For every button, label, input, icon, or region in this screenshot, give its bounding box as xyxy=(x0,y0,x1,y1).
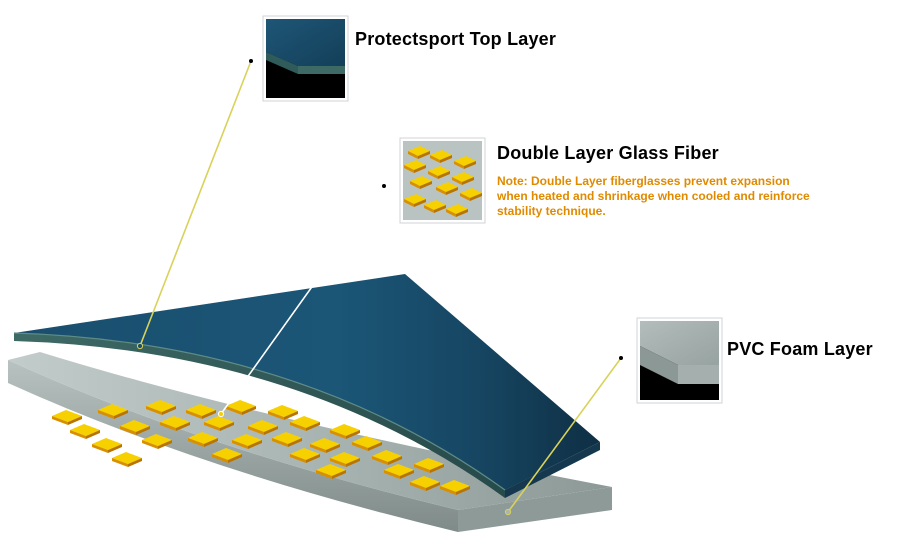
leader-line-top-layer xyxy=(136,59,253,350)
leader-line-glass-fiber xyxy=(217,184,386,418)
top-layer-thumbnail xyxy=(262,15,349,102)
glass-fiber-thumbnail xyxy=(399,137,486,224)
top-layer-label: Protectsport Top Layer xyxy=(355,29,557,49)
foam-layer-label: PVC Foam Layer xyxy=(727,339,873,359)
leader-line-foam-layer xyxy=(504,356,623,516)
glass-fiber-label: Double Layer Glass Fiber xyxy=(497,143,719,163)
note-line-3: stability technique. xyxy=(497,204,606,218)
glass-fiber-note: Note: Double Layer fiberglasses prevent … xyxy=(497,174,877,219)
pvc-foam-layer xyxy=(8,352,612,532)
note-line-1: Note: Double Layer fiberglasses prevent … xyxy=(497,174,790,188)
foam-layer-thumbnail xyxy=(636,317,723,404)
note-line-2: when heated and shrinkage when cooled an… xyxy=(497,189,810,203)
